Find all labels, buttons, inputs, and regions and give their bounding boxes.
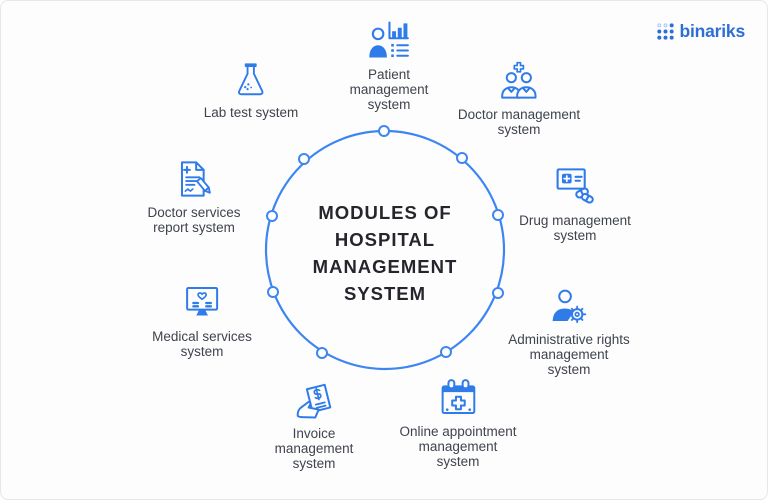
calendar-plus-icon xyxy=(441,379,475,414)
circle-node xyxy=(491,286,504,299)
module-label: Lab test system xyxy=(203,105,299,120)
circle-node xyxy=(297,152,310,165)
module-online-appointment: Online appointment management system xyxy=(399,378,517,469)
module-medical-services: Medical services system xyxy=(152,283,252,359)
module-drug-management: Drug management system xyxy=(519,165,631,243)
hand-invoice-icon xyxy=(297,383,332,419)
patient-stats-icon xyxy=(369,21,410,58)
dots-grid-icon xyxy=(657,23,675,40)
module-administrative-rights: Administrative rights management system xyxy=(508,286,630,377)
module-label: Invoice management system xyxy=(274,426,354,471)
circle-node xyxy=(491,208,504,221)
module-label: Doctor services report system xyxy=(147,205,241,235)
brand-name: binariks xyxy=(679,21,745,41)
module-doctor-services-report: Doctor services report system xyxy=(147,159,241,235)
report-pencil-icon xyxy=(180,161,211,197)
lab-flask-icon xyxy=(238,63,264,96)
module-invoice-management: Invoice management system xyxy=(274,380,354,471)
module-label: Doctor management system xyxy=(457,107,581,137)
prescription-pills-icon xyxy=(556,168,594,204)
module-label: Administrative rights management system xyxy=(508,332,630,377)
circle-node xyxy=(265,209,278,222)
circle-node xyxy=(377,124,390,137)
module-label: Online appointment management system xyxy=(399,424,517,469)
circle-node xyxy=(439,345,452,358)
circle-node xyxy=(455,151,468,164)
module-label: Patient management system xyxy=(349,67,429,112)
module-doctor-management: Doctor management system xyxy=(458,61,580,137)
brand-logo: binariks xyxy=(656,21,745,42)
diagram-title: MODULES OF HOSPITAL MANAGEMENT SYSTEM xyxy=(312,202,458,304)
monitor-heart-icon xyxy=(186,287,218,316)
circle-node xyxy=(315,346,328,359)
user-gear-icon xyxy=(552,289,586,323)
circle-node xyxy=(266,285,279,298)
module-lab-test: Lab test system xyxy=(203,61,299,120)
module-label: Medical services system xyxy=(152,329,252,359)
module-patient-management: Patient management system xyxy=(349,19,429,112)
module-label: Drug management system xyxy=(519,213,631,243)
doctors-icon xyxy=(501,61,537,99)
